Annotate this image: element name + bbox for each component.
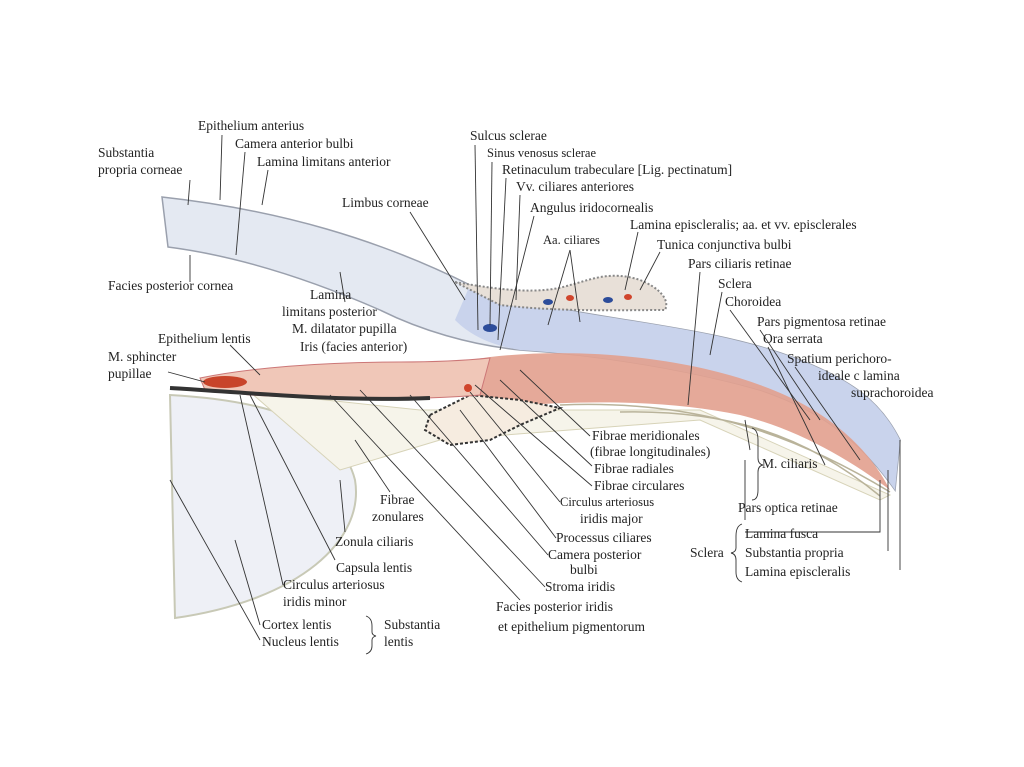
label: bulbi [570, 562, 598, 577]
vessel [543, 299, 553, 305]
labels: Substantia propria corneae Epithelium an… [98, 118, 933, 649]
ciliary-muscle [470, 353, 890, 490]
label: Lamina episcleralis; aa. et vv. episcler… [630, 217, 857, 232]
label: Choroidea [725, 294, 781, 309]
label: propria corneae [98, 162, 182, 177]
label: Substantia [384, 617, 440, 632]
vessel [566, 295, 574, 301]
conjunctiva [454, 274, 668, 312]
sclera-brace [730, 523, 743, 583]
label: (fibrae longitudinales) [590, 444, 710, 459]
label: Limbus corneae [342, 195, 429, 210]
label: Vv. ciliares anteriores [516, 179, 634, 194]
label: Camera posterior [548, 547, 642, 562]
label: Lamina limitans anterior [257, 154, 391, 169]
vessel [603, 297, 613, 303]
substantia-lentis-brace [365, 615, 377, 655]
label: iridis minor [283, 594, 347, 609]
label: Facies posterior cornea [108, 278, 233, 293]
label: ideale c lamina [818, 368, 900, 383]
label: et epithelium pigmentorum [498, 619, 645, 634]
label: M. dilatator pupilla [292, 321, 397, 336]
m-ciliaris-brace [751, 427, 764, 501]
label: Sclera [718, 276, 752, 291]
label: Stroma iridis [545, 579, 615, 594]
label: Tunica conjunctiva bulbi [657, 237, 792, 252]
label: Substantia propria [745, 545, 844, 560]
label: M. sphincter [108, 349, 177, 364]
sinus-venosus [483, 324, 497, 332]
label: Fibrae circulares [594, 478, 684, 493]
label: M. ciliaris [762, 456, 818, 471]
m-sphincter-pupillae [203, 376, 247, 388]
label: Zonula ciliaris [335, 534, 413, 549]
label: Fibrae meridionales [592, 428, 700, 443]
iris-pigment-epithelium [169, 386, 431, 401]
label: Facies posterior iridis [496, 599, 613, 614]
label: Retinaculum trabeculare [Lig. pectinatum… [502, 162, 732, 177]
label: Pars pigmentosa retinae [757, 314, 886, 329]
label: Sulcus sclerae [470, 128, 547, 143]
vessel [464, 384, 472, 392]
choroid-retina-lines [559, 403, 891, 497]
label: Fibrae [380, 492, 415, 507]
label: Capsula lentis [336, 560, 412, 575]
leader-lines [167, 134, 901, 641]
vessel [624, 294, 632, 300]
label: Cortex lentis [262, 617, 331, 632]
label: suprachoroidea [851, 385, 933, 400]
label: Pars optica retinae [738, 500, 838, 515]
label: zonulares [372, 509, 424, 524]
label: Substantia [98, 145, 154, 160]
label: Lamina episcleralis [745, 564, 850, 579]
label: Epithelium lentis [158, 331, 251, 346]
label: Fibrae radiales [594, 461, 674, 476]
label: Lamina [310, 287, 351, 302]
label: Iris (facies anterior) [300, 339, 407, 354]
label: Angulus iridocornealis [530, 200, 653, 215]
label: Sinus venosus sclerae [487, 146, 596, 160]
label: Ora serrata [763, 331, 823, 346]
label: Lamina fusca [745, 526, 818, 541]
label: Pars ciliaris retinae [688, 256, 791, 271]
label: Sclera [690, 545, 724, 560]
label: Processus ciliares [556, 530, 652, 545]
label: Circulus arteriosus [283, 577, 385, 592]
label: Spatium perichoro- [787, 351, 892, 366]
label: Camera anterior bulbi [235, 136, 354, 151]
label: pupillae [108, 366, 152, 381]
label: iridis major [580, 511, 643, 526]
label: Nucleus lentis [262, 634, 339, 649]
label: Epithelium anterius [198, 118, 304, 133]
sclera [455, 285, 900, 490]
label: Aa. ciliares [543, 233, 600, 247]
label: lentis [384, 634, 413, 649]
label: limitans posterior [282, 304, 377, 319]
label: Circulus arteriosus [560, 495, 654, 509]
